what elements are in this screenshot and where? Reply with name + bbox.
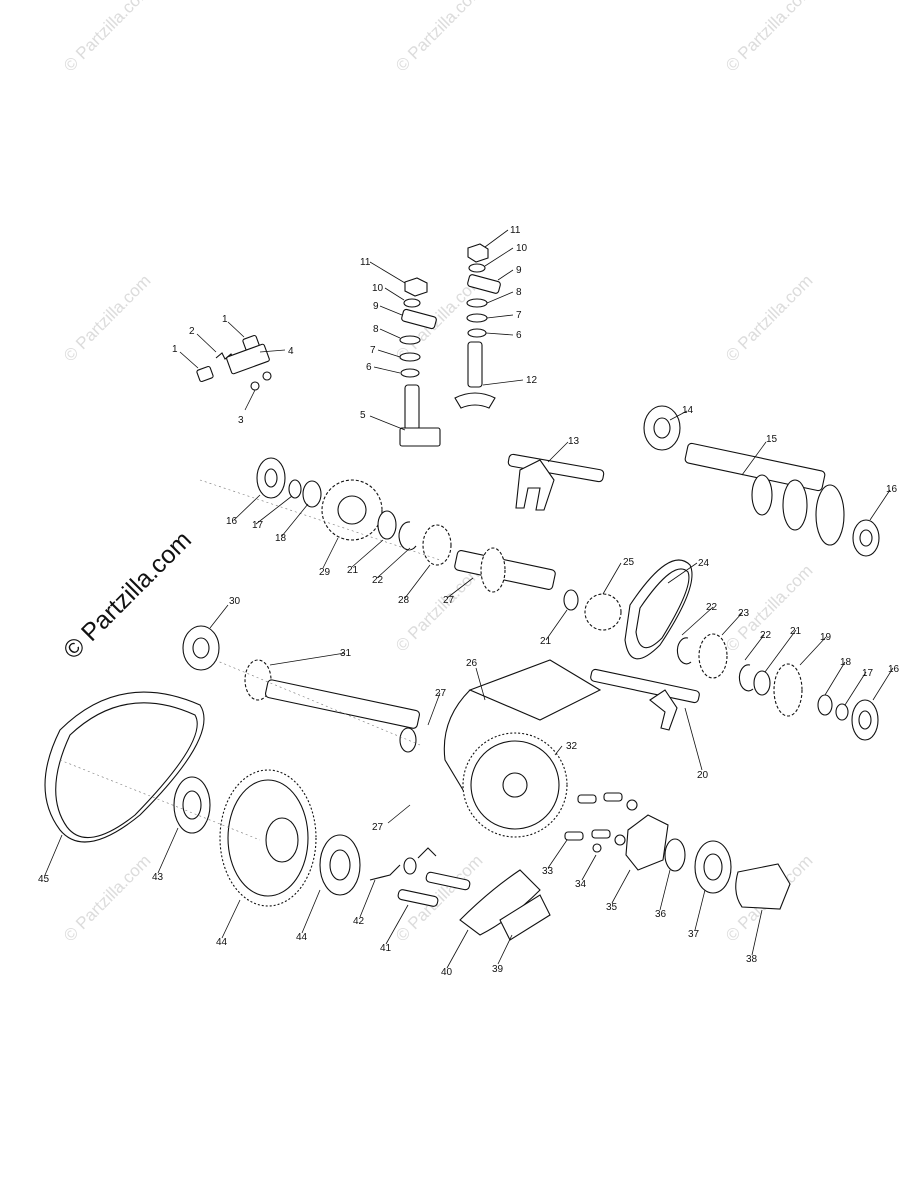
callout-labels: 1 1 2 3 4 5 6 7 8 9 10 11 11 10 9 8 7 6 …	[38, 225, 900, 978]
callout-7a: 7	[370, 345, 376, 356]
callout-18a: 18	[275, 533, 287, 544]
brake-parts	[369, 847, 551, 941]
callout-31: 30	[229, 596, 241, 607]
callout-15: 15	[766, 434, 778, 445]
shift-shaft-left	[399, 277, 441, 447]
callout-22a: 22	[372, 575, 384, 586]
callout-30: 29	[319, 567, 331, 578]
callout-11a: 11	[360, 257, 371, 268]
callout-3: 3	[238, 415, 244, 426]
callout-9a: 9	[373, 301, 379, 312]
callout-17a: 17	[252, 520, 264, 531]
callout-43: 42	[353, 916, 365, 927]
callout-24: 24	[698, 558, 710, 569]
shift-fork-20	[590, 668, 700, 731]
sprocket-45	[219, 769, 317, 907]
callout-23: 23	[738, 608, 750, 619]
callout-25: 25	[623, 557, 635, 568]
callout-21b: 21	[540, 636, 552, 647]
detent-assembly	[196, 334, 272, 391]
shift-fork-13	[507, 453, 605, 511]
bearing-44-left	[173, 776, 211, 834]
callout-26: 26	[466, 658, 478, 669]
callout-10a: 10	[372, 283, 384, 294]
callout-6b: 6	[516, 330, 522, 341]
callout-45: 44	[216, 937, 228, 948]
callout-35: 34	[575, 879, 587, 890]
callout-36: 35	[606, 902, 618, 913]
callout-14: 14	[682, 405, 694, 416]
callout-19: 19	[820, 632, 832, 643]
callout-20: 20	[697, 770, 709, 781]
callout-27b: 27	[372, 822, 384, 833]
output-shaft-15	[643, 405, 880, 557]
bearing-44-right	[319, 834, 361, 896]
callout-41: 40	[441, 967, 453, 978]
callout-39: 38	[746, 954, 758, 965]
main-shaft-32	[182, 625, 420, 753]
callout-8a: 8	[373, 324, 379, 335]
gear-cluster-right	[676, 633, 879, 741]
callout-16a: 16	[886, 484, 898, 495]
callout-1a: 1	[172, 344, 178, 355]
shift-shaft-right	[454, 243, 501, 409]
callout-22c: 22	[760, 630, 772, 641]
chain-46	[44, 691, 205, 843]
callout-22b: 22	[706, 602, 718, 613]
callout-44a: 43	[152, 872, 164, 883]
callout-32: 31	[340, 648, 352, 659]
gear-cluster-upper-left	[256, 457, 452, 566]
callout-7b: 7	[516, 310, 522, 321]
callout-34: 33	[542, 866, 554, 877]
callout-12: 12	[526, 375, 538, 386]
callout-16c: 16	[888, 664, 900, 675]
callout-4: 4	[288, 346, 294, 357]
callout-2: 2	[189, 326, 195, 337]
callout-33: 32	[566, 741, 578, 752]
callout-27a: 27	[435, 688, 447, 699]
drive-belt-24	[624, 559, 693, 660]
callout-11b: 11	[510, 225, 521, 236]
bracket-26	[443, 659, 602, 811]
callout-16b: 16	[226, 516, 238, 527]
callout-46: 45	[38, 874, 50, 885]
callout-28: 27	[443, 595, 455, 606]
callout-21c: 21	[790, 626, 802, 637]
callout-1b: 1	[222, 314, 228, 325]
callout-42: 41	[380, 943, 392, 954]
callout-37: 36	[655, 909, 667, 920]
callout-9b: 9	[516, 265, 522, 276]
callout-40: 39	[492, 964, 504, 975]
callout-6a: 6	[366, 362, 372, 373]
callout-5: 5	[360, 410, 366, 421]
callout-38: 37	[688, 929, 700, 940]
hub-parts-right	[564, 792, 791, 910]
callout-13: 13	[568, 436, 580, 447]
callout-18b: 18	[840, 657, 852, 668]
callout-8b: 8	[516, 287, 522, 298]
callout-44b: 44	[296, 932, 308, 943]
leader-lines	[44, 229, 894, 969]
shaft-28	[454, 547, 622, 631]
callout-29: 28	[398, 595, 410, 606]
large-gear-33	[462, 732, 568, 838]
callout-10b: 10	[516, 243, 528, 254]
callout-17b: 17	[862, 668, 874, 679]
callout-21a: 21	[347, 565, 359, 576]
